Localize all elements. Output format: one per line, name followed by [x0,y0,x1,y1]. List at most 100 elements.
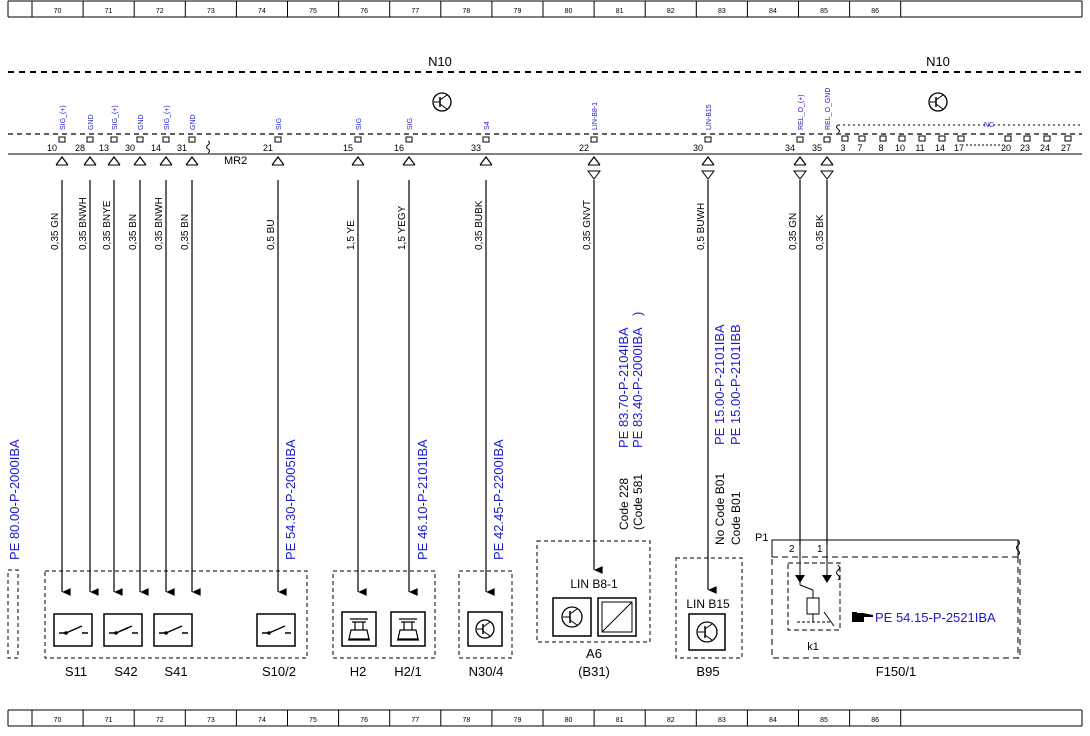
wire-label: 0,35 BNWH [154,197,165,250]
wire-label: 0,35 BNWH [78,197,89,250]
pin-p15[interactable]: SIG 15 [343,118,365,166]
switch-s10-icon [256,613,296,647]
module-n10-right: N10 [926,54,950,69]
col-top-83: 83 [718,8,726,15]
label-s11: S11 [65,664,87,679]
col-bottom-72: 72 [156,717,164,724]
wire-label: 0,5 BUWH [696,203,707,250]
col-top-77: 77 [411,8,419,15]
pin-p14[interactable]: SIG_(+)14 [151,105,173,166]
signal-label: SIG [356,118,363,130]
wire: 0,5 BU [266,180,287,596]
a6-inner-label: LIN B8-1 [570,577,618,591]
pin-number: 14 [151,143,161,153]
wire: 0,35 BN [180,180,201,596]
col-top-86: 86 [871,8,879,15]
col-bottom-71: 71 [105,717,113,724]
pin-number: 15 [343,143,353,153]
col-top-71: 71 [105,8,113,15]
connector-label: MR2 [224,155,247,167]
col-bottom-70: 70 [54,717,62,724]
switch-s11-icon [53,613,93,647]
wire: 0,35 BK [815,180,828,545]
wire: 0,35 BNWH [154,180,175,596]
signal-label: SIG [276,118,283,130]
wire-label: 0,35 GNVT [582,200,593,250]
pin-p22[interactable]: LIN-B8-122 [579,102,601,180]
wire: 1,5 YEGY [397,180,418,596]
col-top-82: 82 [667,8,675,15]
spare-pin-number: 3 [840,143,845,153]
transistor-icon [432,92,452,112]
wire-label: 0,35 BNYE [102,200,113,250]
col-top-73: 73 [207,8,215,15]
label-n30: N30/4 [469,664,504,679]
n30-transistor-icon [467,611,503,647]
pin-p34[interactable]: REL_O_(+)34 [785,94,807,180]
wire-label: 0,35 GN [50,213,61,250]
lamp-h21-icon [390,611,426,647]
wire-label: 1,5 YEGY [397,205,408,250]
spare-pin-number: 10 [895,143,905,153]
col-top-84: 84 [769,8,777,15]
col-top-70: 70 [54,8,62,15]
pin-p30b[interactable]: LIN-B15 30 [693,104,715,180]
wire: 0,35 BNYE [102,180,123,596]
pin-p16[interactable]: SIG 16 [394,118,416,166]
col-bottom-75: 75 [309,717,317,724]
pointing-hand-icon[interactable] [852,612,873,622]
col-top-79: 79 [514,8,522,15]
pin-p28[interactable]: GND 28 [75,114,97,166]
label-s41: S41 [164,664,187,679]
col-top-85: 85 [820,8,828,15]
wire: 0,35 GN [788,180,801,545]
ref-a6-1: PE 83.70-P-2104IBA [616,327,631,448]
signal-label: SIG [407,118,414,130]
wire: 0,35 BN [128,180,149,596]
spare-pin-number: 8 [878,143,883,153]
signal-label: GND [138,114,145,130]
spare-pin-number: 7 [857,143,862,153]
col-top-74: 74 [258,8,266,15]
col-top-75: 75 [309,8,317,15]
label-h2: H2 [350,664,367,679]
ref-h2: PE 46.10-P-2101IBA [415,439,430,560]
pin-number: 16 [394,143,404,153]
pin-number: 21 [263,143,273,153]
a6-converter-icon [597,597,637,637]
nc-label: NC [984,122,994,129]
wire-label: 1,5 YE [346,220,357,250]
wire: 0,35 BUBK [474,180,495,596]
lamp-h2-icon [341,611,377,647]
pin-number: 35 [812,143,822,153]
code-a6-2: (Code 581 [631,474,645,530]
p1-label: P1 [755,532,768,544]
pin-number: 28 [75,143,85,153]
wire-label: 0,35 BN [128,214,139,250]
pin-number: 34 [785,143,795,153]
ref-f150[interactable]: PE 54.15-P-2521IBA [875,610,996,625]
wire: 0,35 GNVT [582,180,603,574]
col-bottom-73: 73 [207,717,215,724]
signal-label: LIN-B15 [706,104,713,130]
switch-s41-icon [153,613,193,647]
pin-p10[interactable]: SIG_(+)10 [47,105,69,166]
pin-number: 30 [125,143,135,153]
spare-pin-number: 11 [915,143,924,153]
col-bottom-83: 83 [718,717,726,724]
col-top-81: 81 [616,8,624,15]
pin-p13[interactable]: SIG_(+)13 [99,105,121,166]
label-b95: B95 [696,664,719,679]
signal-label: GND [88,114,95,130]
pin-number: 31 [177,143,187,153]
pin-p21[interactable]: SIG 21 [263,118,285,166]
pin-number: 30 [693,143,703,153]
pin-p30[interactable]: GND 30 [125,114,147,166]
label-s42: S42 [114,664,137,679]
module-n10-left: N10 [428,54,452,69]
wire: 0,5 BUWH [696,180,717,594]
